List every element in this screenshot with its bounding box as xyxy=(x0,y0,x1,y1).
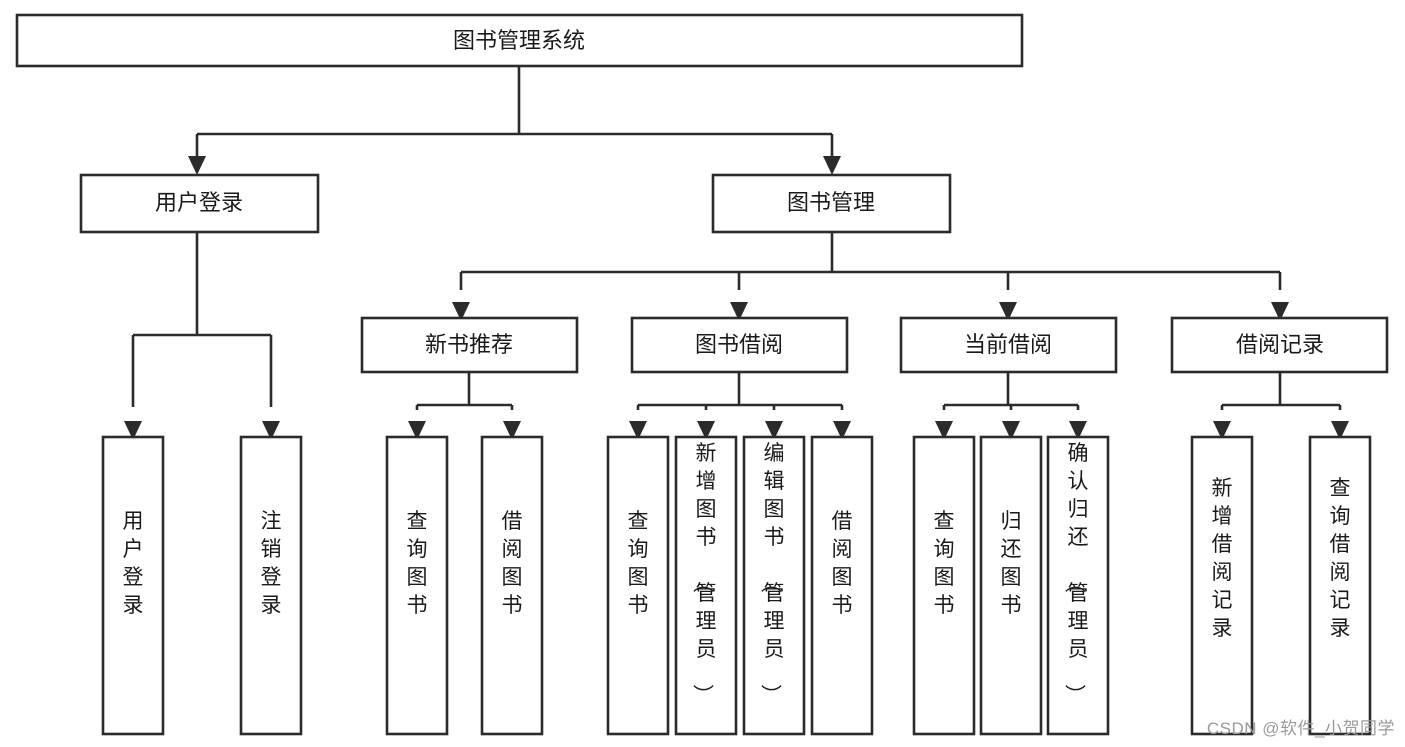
node-leaf-add-record-box[interactable] xyxy=(1190,435,1254,736)
node-book-mgmt[interactable]: 图书管理 xyxy=(711,173,952,234)
node-leaf-edit-book-label: 编辑图书（管理员） xyxy=(759,442,785,705)
node-leaf-user-login[interactable]: 用户登录 xyxy=(101,435,165,736)
node-leaf-query-book-b[interactable]: 查询图书 xyxy=(606,435,670,736)
node-leaf-confirm-return-box[interactable] xyxy=(1046,435,1110,736)
node-leaf-confirm-return-label: 确认归还（管理员） xyxy=(1063,442,1089,705)
node-leaf-query-book-b-label: 查询图书 xyxy=(628,510,649,617)
node-leaf-borrow-book-b[interactable]: 借阅图书 xyxy=(810,435,874,736)
node-leaf-add-book-box[interactable] xyxy=(674,435,738,736)
node-leaf-return-book-label: 归还图书 xyxy=(1001,510,1022,617)
node-leaf-query-book-c-box[interactable] xyxy=(912,435,976,736)
node-leaf-add-book-label: 新增图书（管理员） xyxy=(691,442,717,705)
node-leaf-confirm-return[interactable]: 确认归还（管理员） xyxy=(1046,435,1110,736)
node-leaf-query-book-b-box[interactable] xyxy=(606,435,670,736)
node-new-book-rec[interactable]: 新书推荐 xyxy=(360,316,579,374)
node-user-login[interactable]: 用户登录 xyxy=(79,173,320,234)
node-current-borrow-label: 当前借阅 xyxy=(964,332,1052,357)
node-user-login-label: 用户登录 xyxy=(155,190,243,215)
node-leaf-add-record[interactable]: 新增借阅记录 xyxy=(1190,435,1254,736)
node-leaf-user-login-box[interactable] xyxy=(101,435,165,736)
node-leaf-borrow-book-b-box[interactable] xyxy=(810,435,874,736)
node-leaf-query-book-a-label: 查询图书 xyxy=(407,510,428,617)
node-borrow-record-box[interactable] xyxy=(1170,316,1389,374)
node-leaf-borrow-book-b-label: 借阅图书 xyxy=(832,510,853,617)
node-leaf-user-login-label: 用户登录 xyxy=(123,510,144,617)
node-borrow-record[interactable]: 借阅记录 xyxy=(1170,316,1389,374)
node-borrow-record-label: 借阅记录 xyxy=(1236,332,1324,357)
node-leaf-query-record[interactable]: 查询借阅记录 xyxy=(1308,435,1372,736)
node-leaf-borrow-book-a-label: 借阅图书 xyxy=(502,510,523,617)
node-book-borrow-box[interactable] xyxy=(630,316,849,374)
node-leaf-query-record-label: 查询借阅记录 xyxy=(1330,477,1351,640)
arrow-root-to-book-mgmt xyxy=(823,156,841,175)
node-leaf-borrow-book-a[interactable]: 借阅图书 xyxy=(480,435,544,736)
connector-layer xyxy=(124,66,1349,440)
node-leaf-query-book-c[interactable]: 查询图书 xyxy=(912,435,976,736)
csdn-watermark: CSDN @软件_小贺同学 xyxy=(1206,719,1395,738)
node-leaf-return-book[interactable]: 归还图书 xyxy=(979,435,1043,736)
node-book-mgmt-box[interactable] xyxy=(711,173,952,234)
node-root-box[interactable] xyxy=(15,13,1024,68)
node-new-book-rec-label: 新书推荐 xyxy=(425,332,513,357)
node-leaf-query-book-a[interactable]: 查询图书 xyxy=(385,435,449,736)
node-leaf-query-book-a-box[interactable] xyxy=(385,435,449,736)
node-book-borrow[interactable]: 图书借阅 xyxy=(630,316,849,374)
node-leaf-return-book-box[interactable] xyxy=(979,435,1043,736)
node-book-borrow-label: 图书借阅 xyxy=(695,332,783,357)
node-root[interactable]: 图书管理系统 xyxy=(15,13,1024,68)
node-leaf-borrow-book-a-box[interactable] xyxy=(480,435,544,736)
arrow-root-to-user-login xyxy=(188,156,206,175)
node-leaf-logout[interactable]: 注销登录 xyxy=(239,435,303,736)
node-user-login-box[interactable] xyxy=(79,173,320,234)
node-current-borrow[interactable]: 当前借阅 xyxy=(899,316,1118,374)
node-leaf-add-record-label: 新增借阅记录 xyxy=(1212,477,1233,640)
node-leaf-logout-label: 注销登录 xyxy=(261,510,282,617)
node-new-book-rec-box[interactable] xyxy=(360,316,579,374)
node-book-mgmt-label: 图书管理 xyxy=(787,190,875,215)
node-leaf-add-book[interactable]: 新增图书（管理员） xyxy=(674,435,738,736)
node-leaf-query-book-c-label: 查询图书 xyxy=(934,510,955,617)
node-leaf-edit-book[interactable]: 编辑图书（管理员） xyxy=(742,435,806,736)
node-current-borrow-box[interactable] xyxy=(899,316,1118,374)
node-root-label: 图书管理系统 xyxy=(453,28,585,53)
node-leaf-logout-box[interactable] xyxy=(239,435,303,736)
node-leaf-query-record-box[interactable] xyxy=(1308,435,1372,736)
node-leaf-edit-book-box[interactable] xyxy=(742,435,806,736)
